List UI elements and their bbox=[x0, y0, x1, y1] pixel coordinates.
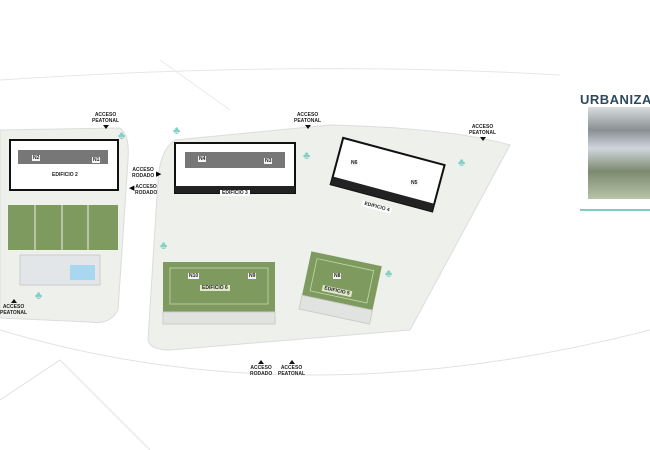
arrow-up-icon bbox=[10, 299, 17, 303]
tree-icon: ♣ bbox=[35, 290, 43, 302]
edificio2-footprint bbox=[9, 139, 119, 191]
acceso-peatonal-label: ACCESO PEATONAL bbox=[294, 112, 321, 129]
tree-icon: ♣ bbox=[160, 240, 168, 252]
road-line bbox=[0, 68, 561, 81]
urbanizacion-card: URBANIZA bbox=[578, 75, 650, 235]
edificio3-core bbox=[185, 152, 285, 168]
arrow-left-icon: ◀ bbox=[129, 185, 135, 192]
label-line: ACCESO bbox=[2, 304, 25, 310]
label-line: PEATONAL bbox=[278, 371, 306, 377]
arrow-down-icon bbox=[479, 137, 486, 141]
card-title: URBANIZA bbox=[580, 92, 650, 107]
tree-icon: ♣ bbox=[118, 130, 126, 142]
unit-label: N2 bbox=[32, 155, 41, 161]
acceso-rodado-label: ACCESO RODADO bbox=[250, 360, 272, 377]
arrow-down-icon bbox=[304, 125, 311, 129]
acceso-peatonal-label: ACCESO PEATONAL bbox=[92, 112, 119, 129]
label-line: ACCESO bbox=[132, 167, 154, 173]
pool bbox=[70, 265, 95, 280]
label-line: ACCESO bbox=[250, 365, 272, 371]
building-rendering-image bbox=[588, 107, 650, 199]
unit-label: N5 bbox=[410, 180, 419, 186]
label-line: ACCESO bbox=[135, 184, 157, 190]
arrow-down-icon bbox=[102, 125, 109, 129]
tree-icon: ♣ bbox=[385, 268, 393, 280]
edificio2-lawn bbox=[8, 205, 118, 250]
accent-divider bbox=[580, 209, 650, 211]
road-line bbox=[0, 359, 151, 450]
arrow-up-icon bbox=[258, 360, 265, 364]
unit-label: N6 bbox=[350, 160, 359, 166]
label-line: ACCESO bbox=[94, 112, 117, 118]
edificio3-label: EDIFICIO 3 bbox=[220, 190, 250, 196]
label-line: ACCESO bbox=[280, 365, 303, 371]
unit-label: N8 bbox=[333, 273, 342, 279]
road-line bbox=[159, 59, 231, 111]
acceso-peatonal-label: ACCESO PEATONAL bbox=[0, 299, 27, 316]
road-line bbox=[0, 329, 650, 376]
unit-label: N10 bbox=[188, 273, 200, 279]
edificio2-label: EDIFICIO 2 bbox=[50, 172, 80, 178]
unit-label: N4 bbox=[198, 156, 207, 162]
edificio4-group bbox=[329, 136, 446, 213]
acceso-peatonal-label: ACCESO PEATONAL bbox=[278, 360, 305, 377]
label-line: RODADO bbox=[135, 190, 158, 196]
edificio2-core bbox=[18, 150, 108, 164]
label-line: PEATONAL bbox=[294, 118, 322, 124]
label-line: PEATONAL bbox=[92, 118, 120, 124]
unit-label: N1 bbox=[92, 157, 101, 163]
acceso-rodado-label: ACCESO RODADO bbox=[135, 184, 157, 196]
acceso-rodado-label: ACCESO RODADO bbox=[132, 167, 154, 179]
acceso-peatonal-label: ACCESO PEATONAL bbox=[469, 124, 496, 141]
label-line: ACCESO bbox=[471, 124, 494, 130]
label-line: RODADO bbox=[132, 173, 155, 179]
tree-icon: ♣ bbox=[458, 157, 466, 169]
label-line: ACCESO bbox=[296, 112, 319, 118]
unit-label: N3 bbox=[264, 158, 273, 164]
edificio5-group bbox=[298, 251, 382, 325]
tree-icon: ♣ bbox=[173, 125, 181, 137]
edificio3-terrace bbox=[175, 186, 295, 193]
arrow-up-icon bbox=[288, 360, 295, 364]
label-line: PEATONAL bbox=[469, 130, 497, 136]
unit-label: N9 bbox=[248, 273, 257, 279]
edificio6-label: EDIFICIO 6 bbox=[200, 285, 230, 291]
label-line: PEATONAL bbox=[0, 310, 28, 316]
arrow-right-icon: ▶ bbox=[156, 171, 162, 178]
tree-icon: ♣ bbox=[303, 150, 311, 162]
label-line: RODADO bbox=[250, 371, 273, 377]
